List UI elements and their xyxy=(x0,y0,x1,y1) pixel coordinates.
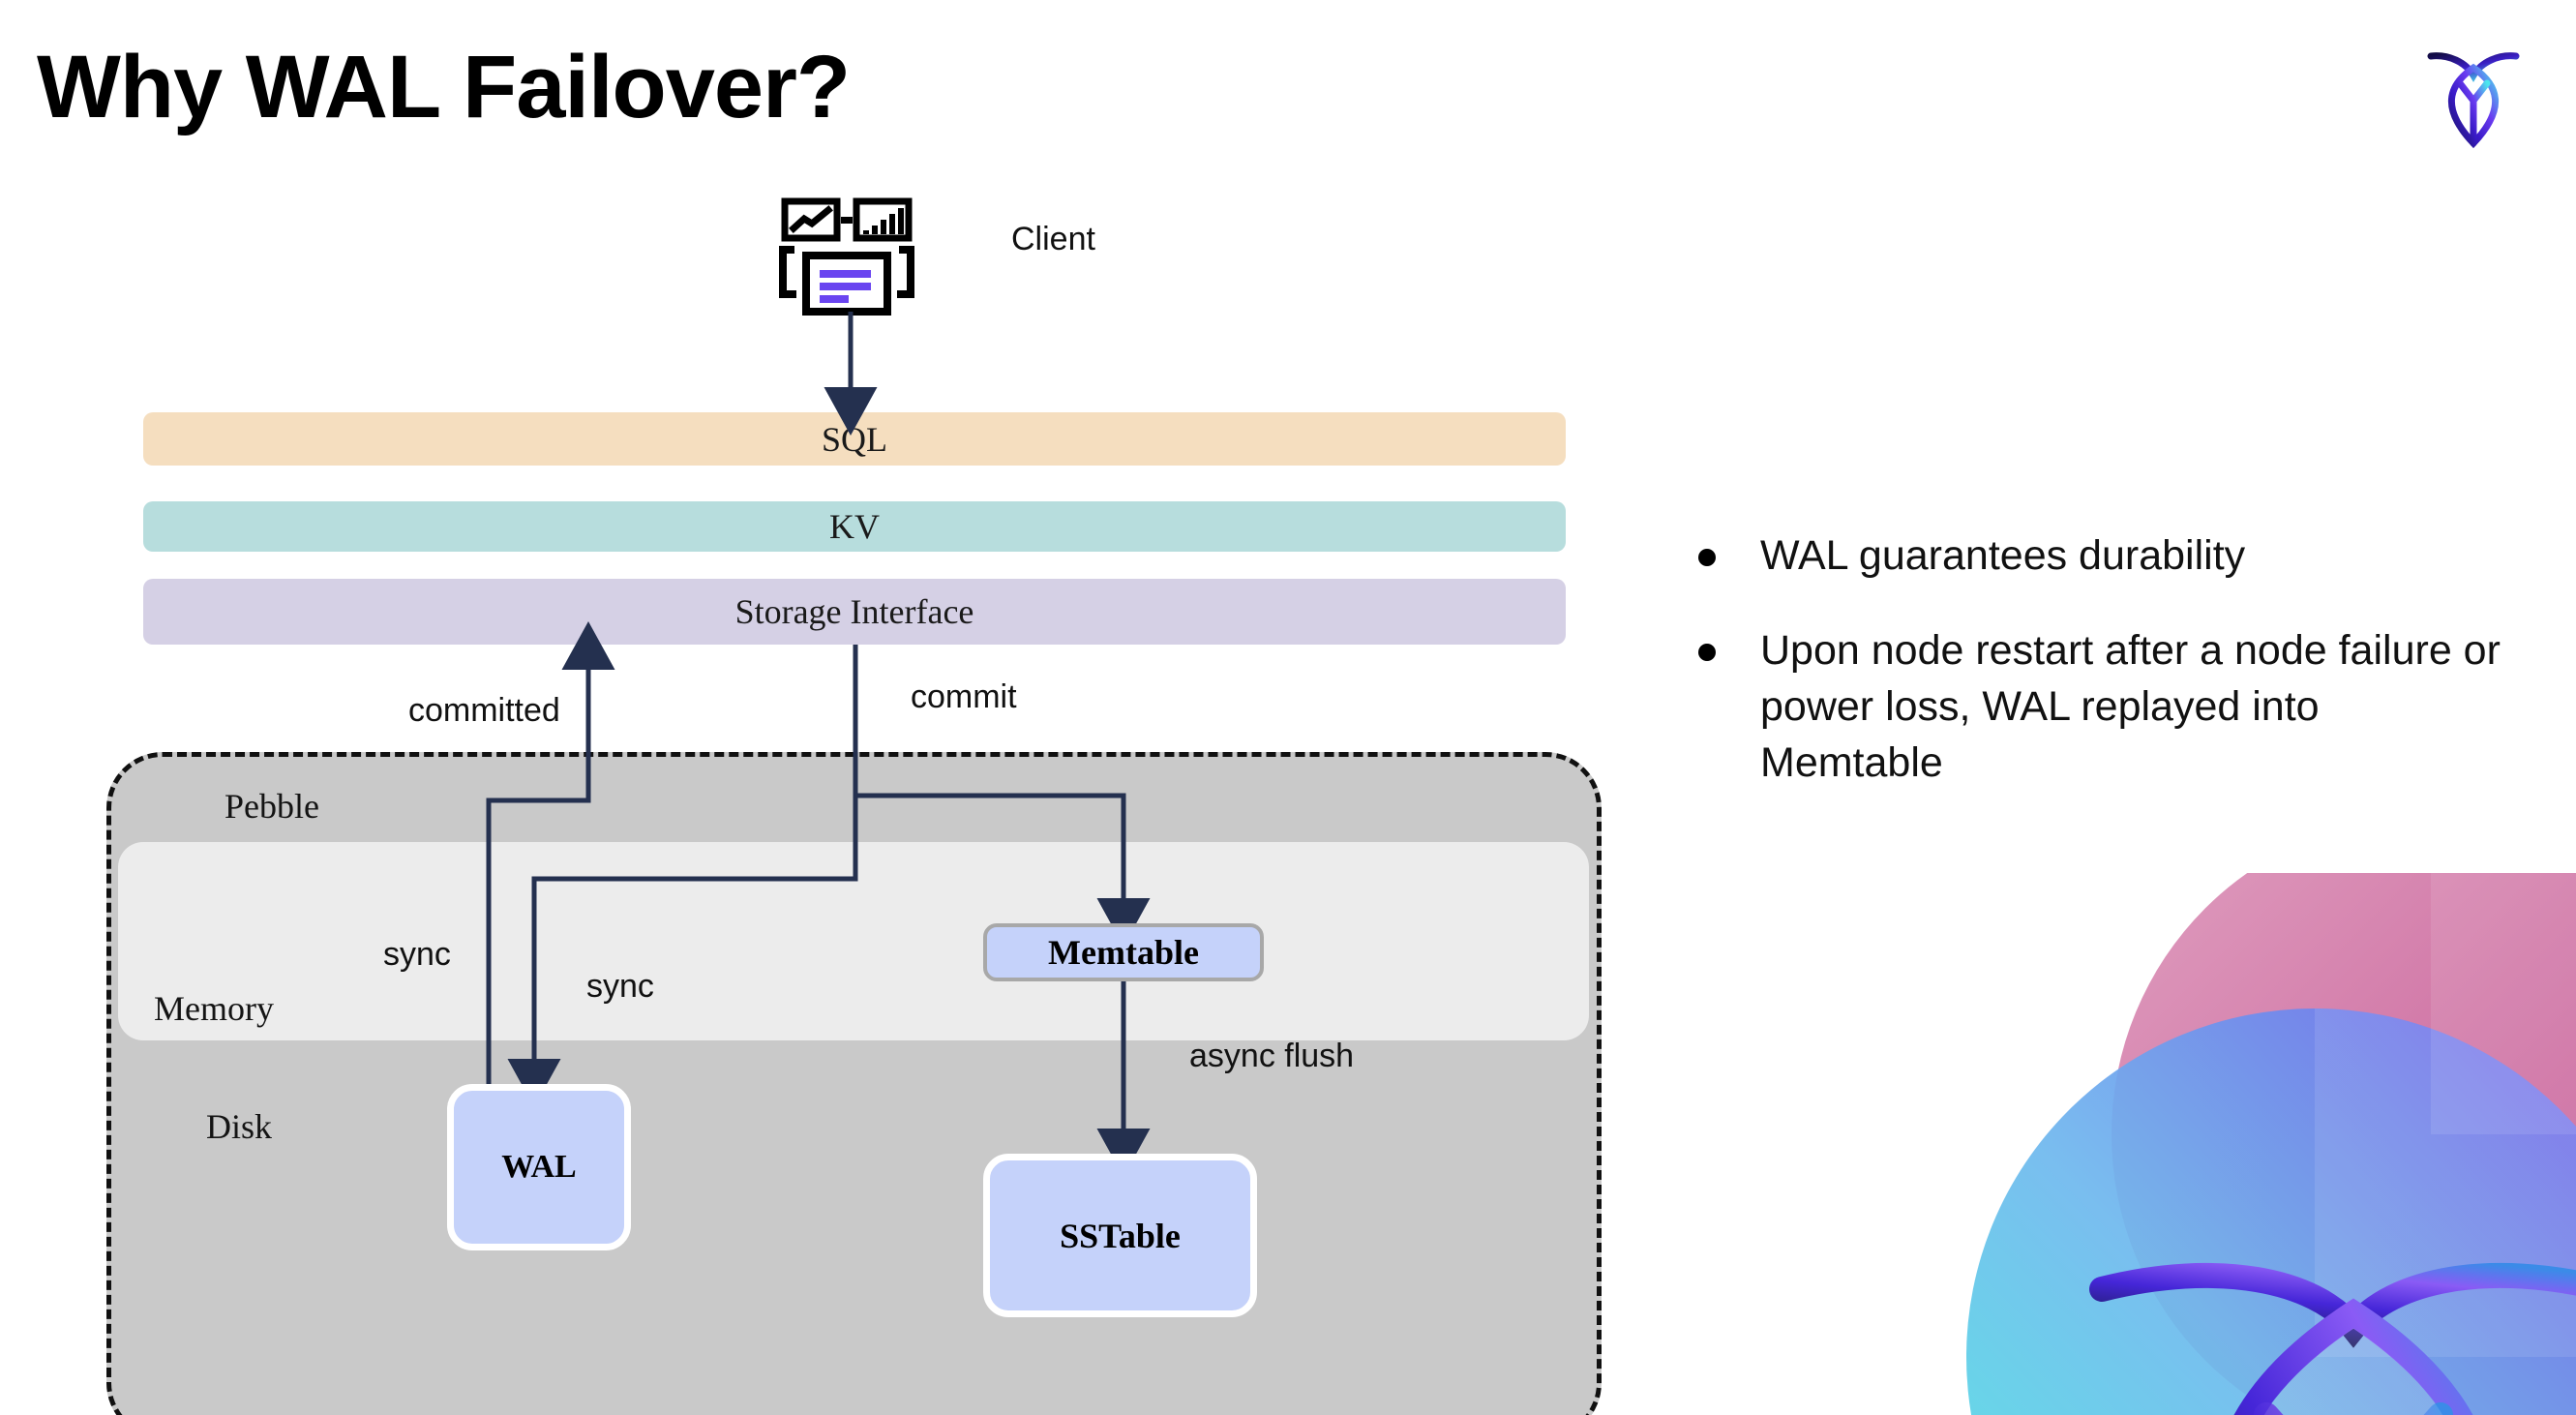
bullet-dot-icon xyxy=(1698,644,1716,662)
brand-circles-artwork xyxy=(1812,873,2576,1415)
node-sstable: SSTable xyxy=(983,1154,1257,1317)
layer-bar-sql: SQL xyxy=(143,412,1566,466)
layer-bar-storage-interface: Storage Interface xyxy=(143,579,1566,645)
layer-bar-sql-label: SQL xyxy=(821,419,887,459)
edge-label-commit: commit xyxy=(911,678,1017,715)
edge-label-async-flush: async flush xyxy=(1189,1038,1355,1074)
node-memtable: Memtable xyxy=(983,923,1264,981)
client-label: Client xyxy=(1011,221,1095,257)
layer-bar-kv: KV xyxy=(143,501,1566,552)
layer-bar-kv-label: KV xyxy=(829,507,880,546)
pebble-label: Pebble xyxy=(225,787,319,826)
node-wal-label: WAL xyxy=(501,1149,577,1185)
memory-region xyxy=(118,842,1589,1040)
node-wal: WAL xyxy=(447,1084,631,1250)
bullet-dot-icon xyxy=(1698,549,1716,566)
cockroachdb-logo-icon xyxy=(2415,35,2531,151)
page-title: Why WAL Failover? xyxy=(37,38,851,136)
node-memtable-label: Memtable xyxy=(1048,933,1199,972)
memory-label: Memory xyxy=(154,989,274,1028)
layer-bar-storage-interface-label: Storage Interface xyxy=(734,592,974,631)
list-item: Upon node restart after a node failure o… xyxy=(1698,622,2501,791)
client-monitor-icon xyxy=(773,194,928,329)
edge-label-sync-1: sync xyxy=(383,936,451,973)
node-sstable-label: SSTable xyxy=(1060,1216,1181,1255)
bullet-text: WAL guarantees durability xyxy=(1760,532,2246,579)
edge-label-committed: committed xyxy=(408,692,560,729)
edge-label-sync-2: sync xyxy=(586,968,654,1005)
bullet-list: WAL guarantees durability Upon node rest… xyxy=(1698,527,2501,829)
bullet-text: Upon node restart after a node failure o… xyxy=(1760,627,2501,787)
list-item: WAL guarantees durability xyxy=(1698,527,2501,584)
disk-label: Disk xyxy=(206,1107,273,1146)
